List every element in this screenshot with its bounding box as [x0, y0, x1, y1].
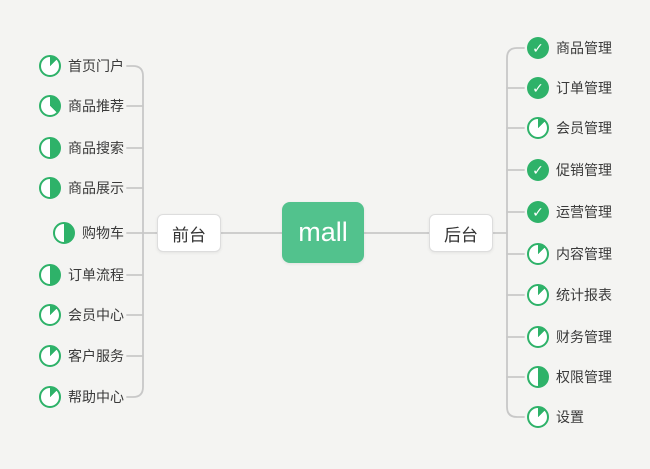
- task-done-icon: [527, 37, 549, 59]
- task-progress-icon: [39, 177, 61, 199]
- topic-label: 设置: [556, 409, 584, 425]
- topic-label: 财务管理: [556, 329, 612, 345]
- task-done-icon: [527, 201, 549, 223]
- topic-row-order-mgmt[interactable]: 订单管理: [527, 77, 612, 99]
- topic-label: 购物车: [82, 225, 124, 241]
- task-progress-icon: [53, 222, 75, 244]
- task-progress-icon: [39, 304, 61, 326]
- topic-label: 订单流程: [68, 267, 124, 283]
- topic-row-product-search[interactable]: 商品搜索: [39, 137, 124, 159]
- topic-row-homepage-portal[interactable]: 首页门户: [39, 55, 124, 77]
- topic-row-permission-mgmt[interactable]: 权限管理: [527, 366, 612, 388]
- left-stubs: [126, 105, 144, 357]
- topic-row-help-center[interactable]: 帮助中心: [39, 386, 124, 408]
- task-progress-icon: [527, 326, 549, 348]
- topic-label: 内容管理: [556, 246, 612, 262]
- topic-row-order-flow[interactable]: 订单流程: [39, 264, 124, 286]
- task-done-icon: [527, 77, 549, 99]
- topic-label: 商品管理: [556, 40, 612, 56]
- topic-row-statistics-report[interactable]: 统计报表: [527, 284, 612, 306]
- task-progress-icon: [527, 406, 549, 428]
- topic-label: 商品搜索: [68, 140, 124, 156]
- branch-node-backend[interactable]: 后台: [429, 214, 493, 252]
- topic-row-product-recommend[interactable]: 商品推荐: [39, 95, 124, 117]
- task-progress-icon: [39, 55, 61, 77]
- topic-row-customer-service[interactable]: 客户服务: [39, 345, 124, 367]
- topic-label: 统计报表: [556, 287, 612, 303]
- topic-row-member-center[interactable]: 会员中心: [39, 304, 124, 326]
- topic-row-member-mgmt[interactable]: 会员管理: [527, 117, 612, 139]
- topic-label: 会员管理: [556, 120, 612, 136]
- task-progress-icon: [527, 117, 549, 139]
- right-stubs: [506, 87, 525, 378]
- topic-label: 商品展示: [68, 180, 124, 196]
- right-bracket: [506, 47, 525, 418]
- task-progress-icon: [527, 284, 549, 306]
- task-progress-icon: [527, 366, 549, 388]
- topic-label: 促销管理: [556, 162, 612, 178]
- topic-label: 运营管理: [556, 204, 612, 220]
- topic-row-finance-mgmt[interactable]: 财务管理: [527, 326, 612, 348]
- topic-row-product-mgmt[interactable]: 商品管理: [527, 37, 612, 59]
- topic-label: 帮助中心: [68, 389, 124, 405]
- task-progress-icon: [39, 264, 61, 286]
- task-done-icon: [527, 159, 549, 181]
- topic-label: 客户服务: [68, 348, 124, 364]
- task-progress-icon: [39, 137, 61, 159]
- task-progress-icon: [527, 243, 549, 265]
- task-progress-icon: [39, 95, 61, 117]
- topic-row-promotion-mgmt[interactable]: 促销管理: [527, 159, 612, 181]
- topic-row-settings[interactable]: 设置: [527, 406, 584, 428]
- topic-label: 会员中心: [68, 307, 124, 323]
- topic-label: 权限管理: [556, 369, 612, 385]
- root-node-mall[interactable]: mall: [282, 202, 364, 263]
- task-progress-icon: [39, 345, 61, 367]
- topic-row-operation-mgmt[interactable]: 运营管理: [527, 201, 612, 223]
- topic-row-content-mgmt[interactable]: 内容管理: [527, 243, 612, 265]
- task-progress-icon: [39, 386, 61, 408]
- topic-row-product-display[interactable]: 商品展示: [39, 177, 124, 199]
- topic-label: 订单管理: [556, 80, 612, 96]
- topic-label: 首页门户: [68, 58, 124, 74]
- branch-node-frontend[interactable]: 前台: [157, 214, 221, 252]
- left-bracket: [126, 65, 144, 398]
- topic-label: 商品推荐: [68, 98, 124, 114]
- topic-row-shopping-cart[interactable]: 购物车: [53, 222, 124, 244]
